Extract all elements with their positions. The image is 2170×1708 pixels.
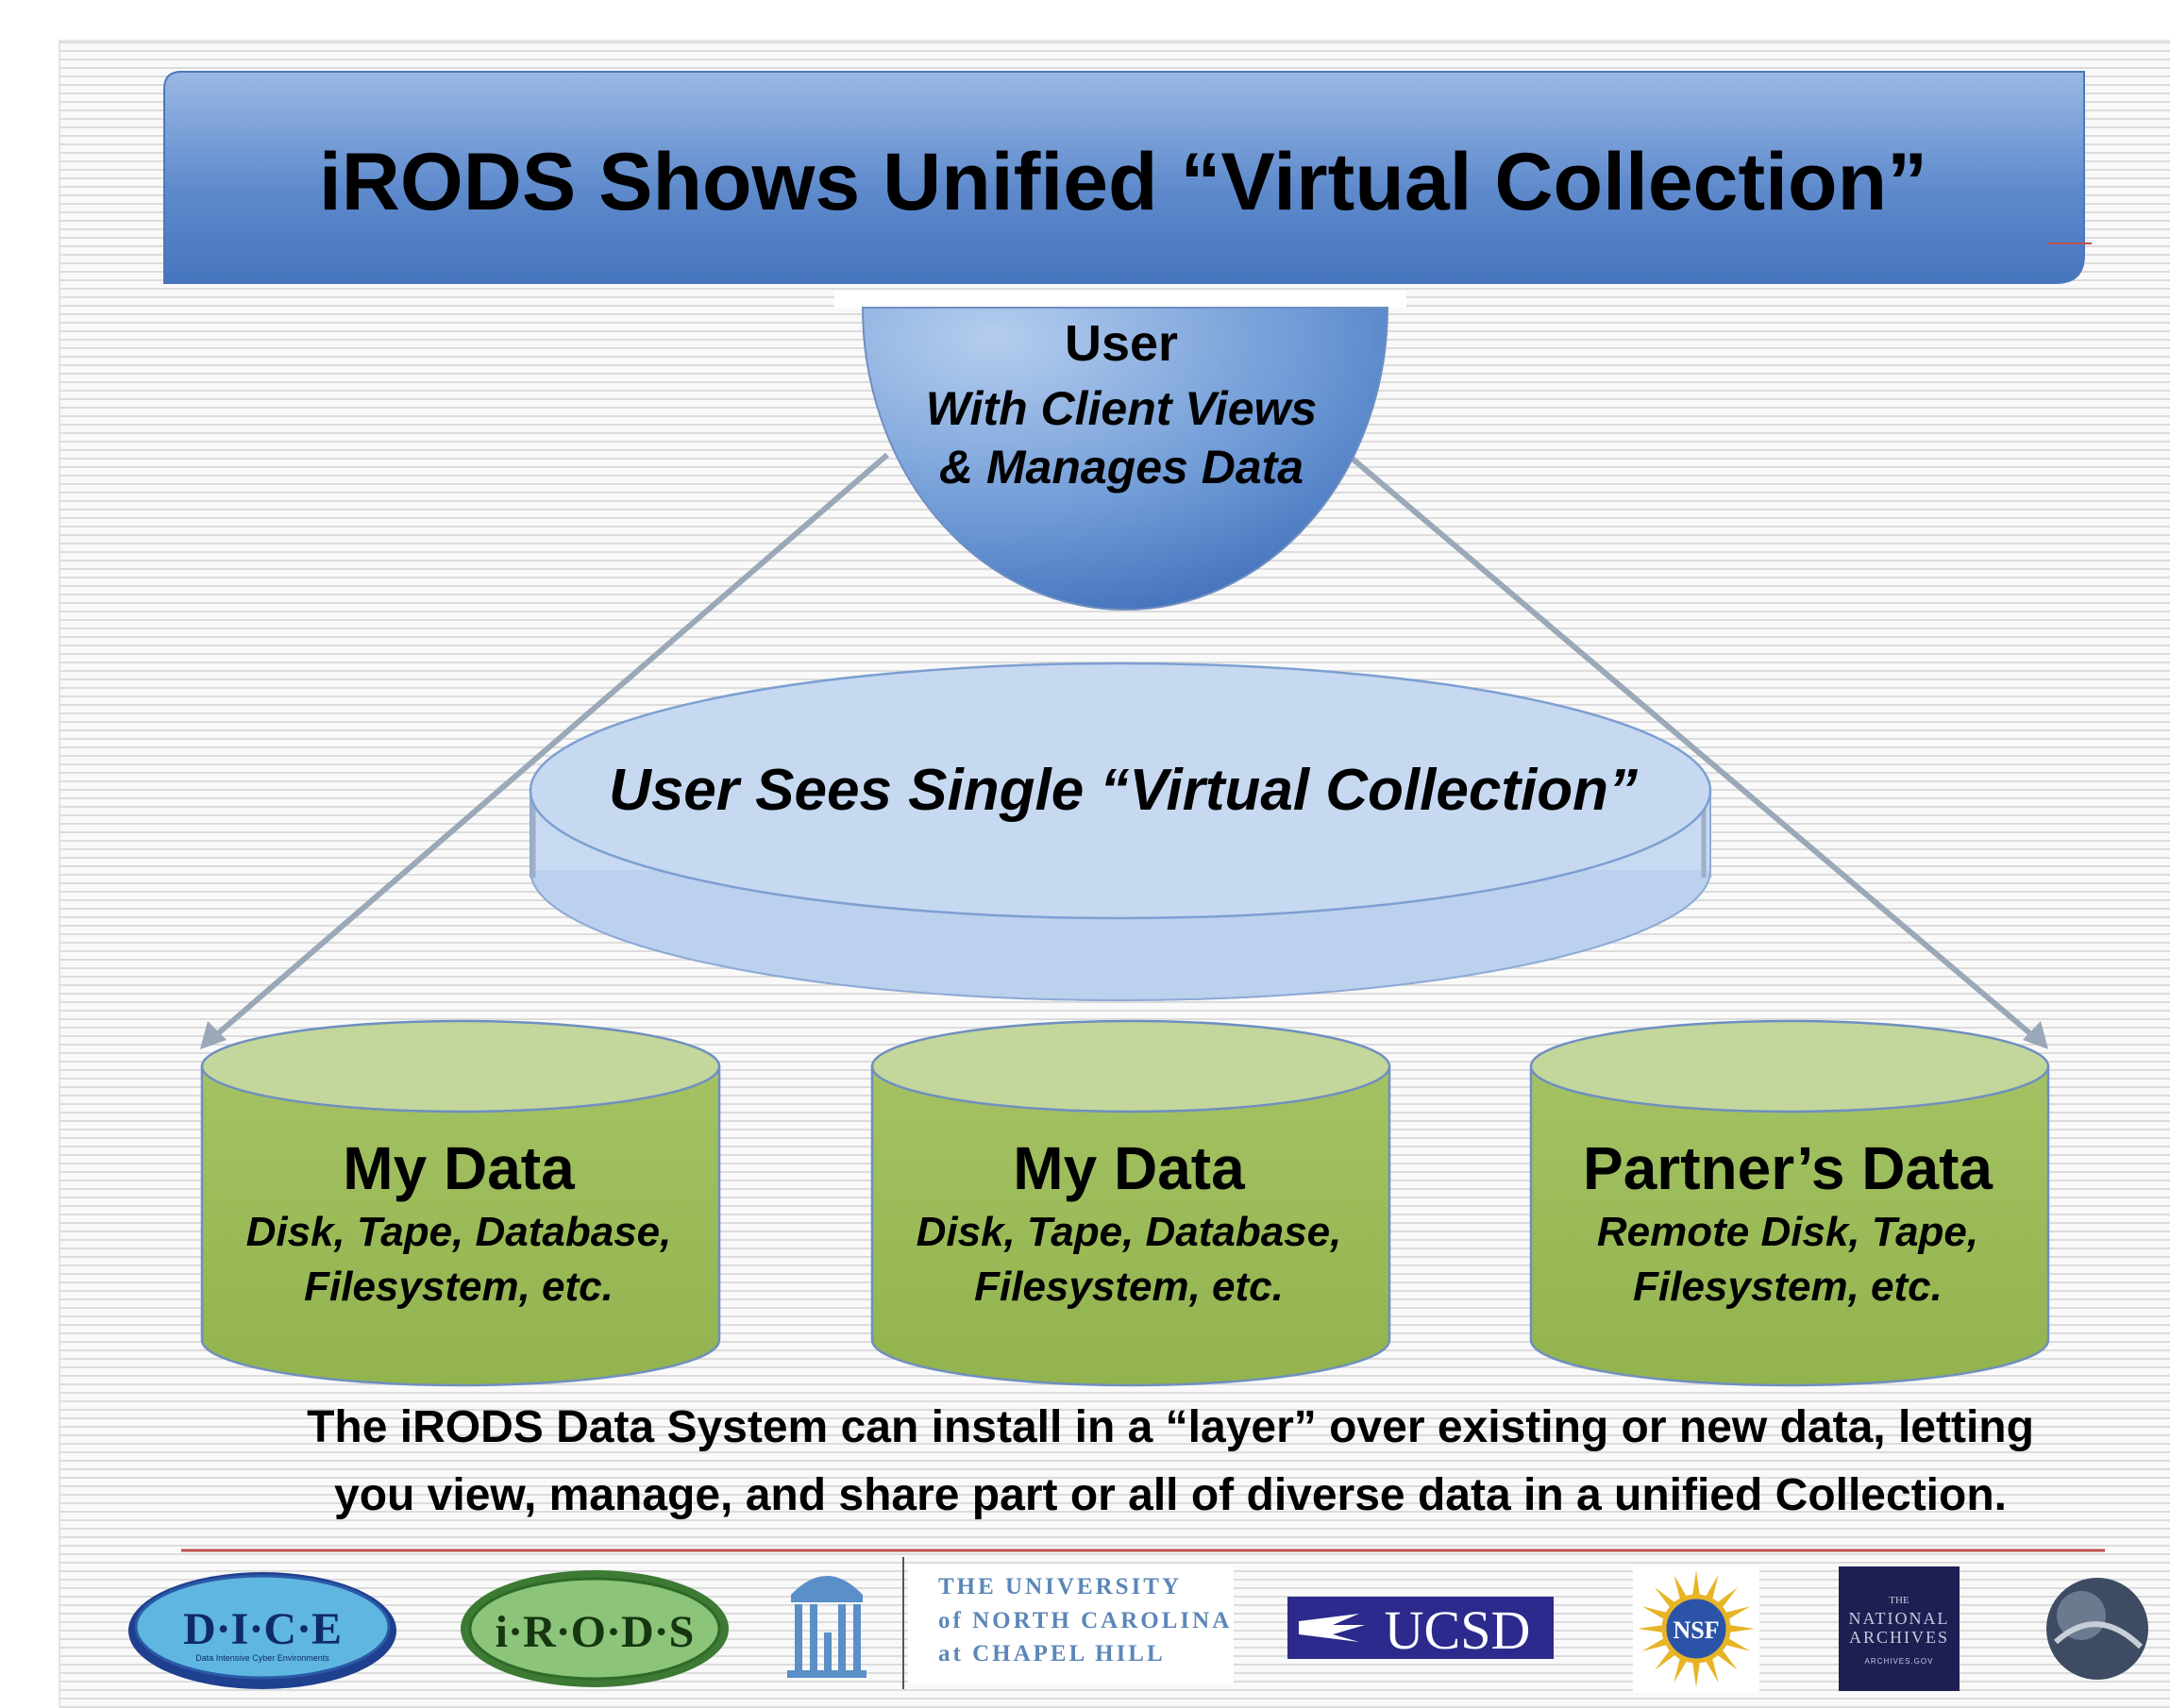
nsf-logo-text: NSF <box>1673 1616 1719 1644</box>
data-store-line1: Disk, Tape, Database, <box>246 1209 672 1255</box>
nsf-star-ray <box>1691 1570 1701 1598</box>
logo-ucsd: UCSD <box>1287 1597 1554 1661</box>
unc-logo-line2: of NORTH CAROLINA <box>938 1608 1232 1633</box>
data-store-title: My Data <box>1013 1134 1245 1202</box>
nsf-star-ray <box>1727 1624 1755 1633</box>
nsf-star-ray <box>1638 1624 1665 1633</box>
logo-national-archives: THE NATIONAL ARCHIVES ARCHIVES.GOV <box>1839 1566 1960 1691</box>
user-node: User With Client Views & Manages Data <box>834 291 1406 611</box>
data-store-line1: Remote Disk, Tape, <box>1597 1209 1978 1255</box>
old-well-icon <box>787 1576 866 1678</box>
nsf-star-ray <box>1691 1660 1701 1687</box>
nsf-star-ray <box>1716 1649 1738 1670</box>
user-node-line2: & Manages Data <box>939 441 1304 494</box>
irods-logo-face <box>468 1577 721 1681</box>
logo-srb-globe <box>2046 1578 2148 1680</box>
nsf-star-ray <box>1655 1587 1676 1609</box>
arrow-left <box>208 452 889 1044</box>
logo-dice: D·I·C·E Data Intensive Cyber Environment… <box>128 1572 396 1689</box>
arrow-right <box>1346 452 2041 1044</box>
logo-unc: THE UNIVERSITY of NORTH CAROLINA at CHAP… <box>787 1557 1234 1689</box>
nsf-star-ray <box>1716 1587 1738 1609</box>
nara-logo-line1: THE <box>1889 1595 1909 1606</box>
user-node-line1: With Client Views <box>926 382 1317 435</box>
data-store-line2: Filesystem, etc. <box>1633 1264 1943 1310</box>
data-store-line1: Disk, Tape, Database, <box>917 1209 1342 1255</box>
cylinder-body <box>870 1064 1391 1387</box>
page-title: iRODS Shows Unified “Virtual Collection” <box>319 137 1927 227</box>
disk-top-face <box>529 661 1712 920</box>
nara-logo-line4: ARCHIVES.GOV <box>1865 1657 1934 1666</box>
nsf-star-ray <box>1705 1656 1719 1683</box>
data-store-title: My Data <box>343 1134 575 1202</box>
logo-irods: i·R·O·D·S <box>461 1570 729 1687</box>
cylinder-top <box>200 1019 721 1114</box>
user-node-heading: User <box>1065 315 1178 372</box>
nsf-star-ray <box>1641 1637 1669 1651</box>
nsf-star-ray <box>1674 1574 1688 1601</box>
cylinder-top <box>1529 1019 2050 1114</box>
data-store-line2: Filesystem, etc. <box>974 1264 1284 1310</box>
data-store-line2: Filesystem, etc. <box>304 1264 614 1310</box>
dice-logo-text: D·I·C·E <box>183 1604 342 1654</box>
description-line2: you view, manage, and share part or all … <box>334 1470 2007 1520</box>
nsf-star-ray <box>1655 1649 1676 1670</box>
nsf-star-ray <box>1674 1656 1688 1683</box>
logo-nsf: NSF <box>1633 1566 1759 1693</box>
dice-logo-subtext: Data Intensive Cyber Environments <box>195 1653 329 1663</box>
nsf-star-ray <box>1641 1606 1669 1620</box>
ucsd-logo-text: UCSD <box>1385 1599 1531 1661</box>
arrow-right-head <box>2023 1021 2048 1049</box>
nara-logo-line2: NATIONAL <box>1849 1609 1950 1628</box>
nara-logo-line3: ARCHIVES <box>1849 1628 1949 1647</box>
virtual-collection-disk: User Sees Single “Virtual Collection” <box>529 661 1712 1001</box>
nsf-star-ray <box>1724 1637 1751 1651</box>
nsf-globe-icon <box>1661 1594 1731 1664</box>
data-store-title: Partner’s Data <box>1583 1134 1993 1202</box>
cylinder-top <box>870 1019 1391 1114</box>
unc-logo-line1: THE UNIVERSITY <box>938 1574 1182 1599</box>
unc-logo-line3: at CHAPEL HILL <box>938 1641 1166 1666</box>
description-line1: The iRODS Data System can install in a “… <box>307 1402 2034 1452</box>
title-banner: iRODS Shows Unified “Virtual Collection” <box>163 71 2092 284</box>
dice-logo-face <box>134 1574 391 1680</box>
nsf-star-ray <box>1724 1606 1751 1620</box>
user-node-cutout <box>834 291 1406 308</box>
ucsd-wave-icon <box>1299 1614 1365 1642</box>
virtual-collection-label: User Sees Single “Virtual Collection” <box>609 758 1638 823</box>
nsf-star-icon <box>1638 1570 1755 1687</box>
nsf-star-ray <box>1705 1574 1719 1601</box>
cylinder-body <box>200 1064 721 1387</box>
irods-logo-text: i·R·O·D·S <box>496 1607 695 1657</box>
cylinder-body <box>1529 1064 2050 1387</box>
arrow-left-head <box>200 1021 227 1049</box>
